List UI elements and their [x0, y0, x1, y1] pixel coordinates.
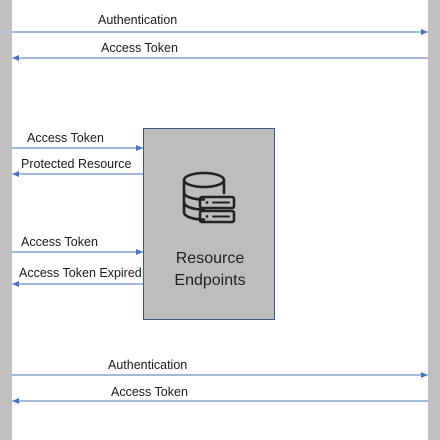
resource-title-line1: Resource	[175, 250, 245, 267]
resource-title-line2: Endpoints	[174, 272, 246, 289]
client-lifeline	[0, 0, 12, 440]
message-label-access-token: Access Token	[101, 41, 178, 55]
auth-server-lifeline	[428, 0, 440, 440]
message-label-access-token-expired: Access Token Expired	[19, 266, 142, 280]
arrowhead	[421, 29, 428, 35]
arrowhead	[12, 398, 19, 404]
message-label-authentication: Authentication	[98, 13, 178, 27]
message-label-authentication: Authentication	[108, 358, 188, 372]
resource-endpoints-box: Resource Endpoints	[143, 128, 275, 320]
message-label-access-token: Access Token	[21, 235, 98, 249]
arrowhead	[136, 249, 143, 255]
arrowhead	[12, 171, 19, 177]
arrowhead	[12, 55, 19, 61]
arrowhead	[12, 281, 19, 287]
message-label-access-token: Access Token	[111, 385, 188, 399]
message-label-access-token: Access Token	[27, 131, 104, 145]
arrowhead	[136, 145, 143, 151]
arrowhead	[421, 372, 428, 378]
database-server-icon	[182, 171, 236, 224]
message-label-protected-resource: Protected Resource	[21, 157, 132, 171]
